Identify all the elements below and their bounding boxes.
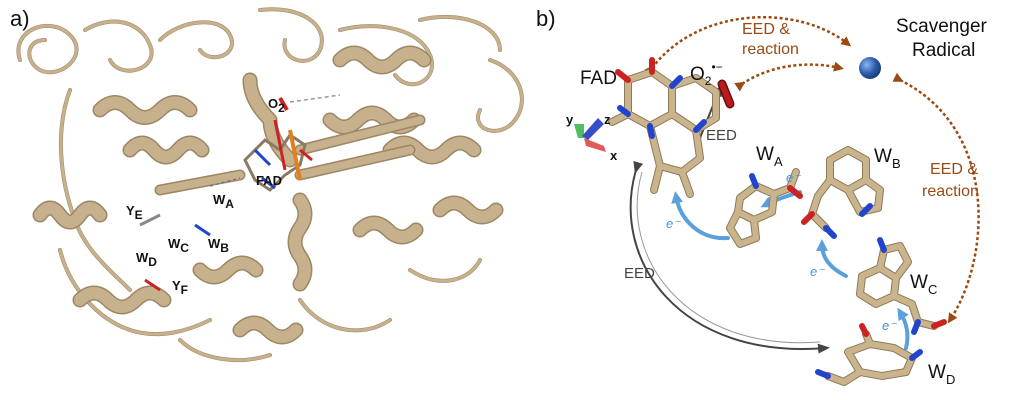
label-electron-1: e⁻: [666, 216, 681, 231]
label-eed-reaction-2-line2: reaction: [922, 183, 979, 200]
arrow-eed-long-inner: [636, 171, 821, 344]
label-eed-short: EED: [706, 127, 737, 144]
label-scavenger: Scavenger: [896, 16, 988, 37]
label-fad-b: FAD: [580, 68, 617, 89]
label-o2-a: O2: [268, 96, 285, 115]
e-arrow-wa-fad: [671, 191, 730, 241]
label-eed-long: EED: [624, 265, 655, 282]
axis-z-arrow: [582, 118, 604, 140]
panel-a: a): [10, 6, 524, 362]
wa-molecule: [726, 168, 803, 248]
arrow-o2-scavenger: [734, 61, 844, 92]
panel-b: b): [536, 6, 988, 387]
label-eed-reaction-1-line1: EED &: [742, 21, 790, 38]
o2-molecule: [717, 79, 735, 109]
label-electron-4: e⁻: [882, 318, 897, 333]
label-eed-reaction-2-line1: EED &: [930, 161, 978, 178]
wd-molecule: [815, 323, 923, 386]
label-eed-reaction-1-line2: reaction: [742, 41, 799, 58]
axis-y-arrow: [574, 124, 584, 138]
fad-molecule: [608, 57, 720, 198]
e-arrow-wc-wb: [816, 239, 848, 278]
label-wc-b: WC: [910, 272, 937, 297]
axis-gizmo: [574, 118, 606, 152]
label-wc-a: WC: [168, 236, 189, 255]
label-o2-b: O2•−: [690, 60, 723, 88]
label-wd-b: WD: [928, 362, 955, 387]
label-wb-a: WB: [208, 236, 229, 255]
label-wa-a: WA: [213, 192, 234, 211]
label-wd-a: WD: [136, 250, 157, 269]
label-yf-a: YF: [172, 278, 188, 297]
label-electron-2: e⁻: [786, 170, 801, 185]
arrow-fad-scavenger: [644, 15, 852, 76]
e-arrow-wd-wc: [897, 307, 910, 350]
protein-ribbon: [16, 7, 524, 362]
label-radical: Radical: [912, 40, 975, 61]
axis-x-arrow: [584, 138, 606, 152]
label-axis-x: x: [610, 148, 618, 163]
fad-sticks-a: [139, 94, 341, 292]
wb-molecule: [801, 146, 884, 239]
panel-a-label: a): [10, 6, 30, 31]
label-wa-b: WA: [756, 144, 783, 169]
label-axis-z: z: [604, 112, 611, 127]
label-fad-a: FAD: [256, 173, 282, 188]
panel-b-label: b): [536, 6, 556, 31]
brown-arrows: [644, 15, 980, 324]
label-electron-3: e⁻: [810, 264, 825, 279]
wc-molecule: [856, 237, 947, 335]
scavenger-radical-sphere: [859, 57, 881, 79]
label-ye-a: YE: [126, 203, 143, 222]
label-wb-b: WB: [874, 146, 901, 171]
arrow-scavenger-wc: [892, 72, 980, 324]
arrow-eed-long-outer: [629, 160, 830, 354]
label-axis-y: y: [566, 112, 574, 127]
